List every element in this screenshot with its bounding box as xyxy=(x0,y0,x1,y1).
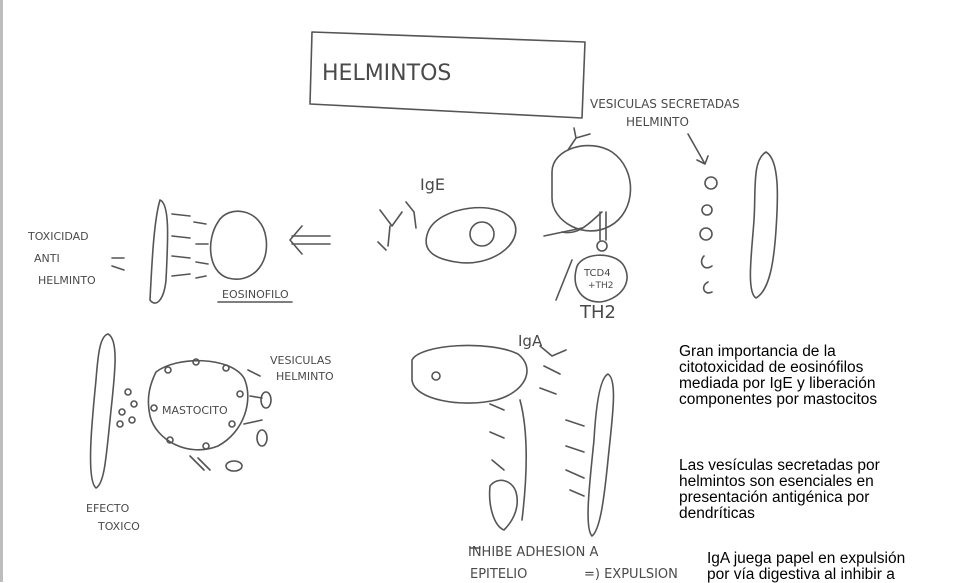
eosinophil xyxy=(211,211,267,279)
vesicle-arrow xyxy=(688,134,708,164)
iga-label: IgA xyxy=(518,332,543,350)
mast-cell-label: MASTOCITO xyxy=(162,404,228,417)
toxicity-label-1: TOXICIDAD xyxy=(27,230,89,243)
th2-small-label: +TH2 xyxy=(588,281,614,291)
toxic-effect-label-1: EFECTO xyxy=(86,502,130,515)
note-eosinophil-cytotoxicity: Gran importancia de la citotoxicidad de … xyxy=(679,344,877,408)
toxicity-label-3: HELMINTO xyxy=(38,274,96,287)
inhibit-label-2: EPITELIO xyxy=(470,567,527,582)
ige-label: IgE xyxy=(420,175,445,194)
helminth-top-label: HELMINTO xyxy=(626,115,689,129)
iga-plasma-cell xyxy=(412,345,527,403)
epithelium xyxy=(490,480,518,530)
dendritic-cell xyxy=(552,146,631,231)
vesicles-left-label-1: VESICULAS xyxy=(270,354,331,367)
toxic-effect-label-2: TOXICO xyxy=(97,520,140,533)
plasma-cell xyxy=(426,208,516,263)
th2-label: TH2 xyxy=(579,302,616,323)
left-arrow xyxy=(290,226,330,254)
helminth-right xyxy=(750,152,777,298)
expulsion-label: =) EXPULSION xyxy=(584,567,678,582)
vesicles-left-label-2: HELMINTO xyxy=(276,370,334,383)
tcd4-label: TCD4 xyxy=(583,268,611,279)
toxicity-label-2: ANTI xyxy=(34,252,60,265)
note-iga: IgA juega papel en expulsión por vía dig… xyxy=(707,551,905,583)
note-vesicles: Las vesículas secretadas por helmintos s… xyxy=(679,458,880,522)
eosinophil-label: EOSINOFILO xyxy=(222,288,289,301)
title-text: HELMINTOS xyxy=(322,61,451,86)
inhibit-label-1: INHIBE ADHESION A xyxy=(468,545,599,560)
helminth-left xyxy=(91,334,116,488)
vesicles-top-label: VESICULAS SECRETADAS xyxy=(590,97,740,111)
